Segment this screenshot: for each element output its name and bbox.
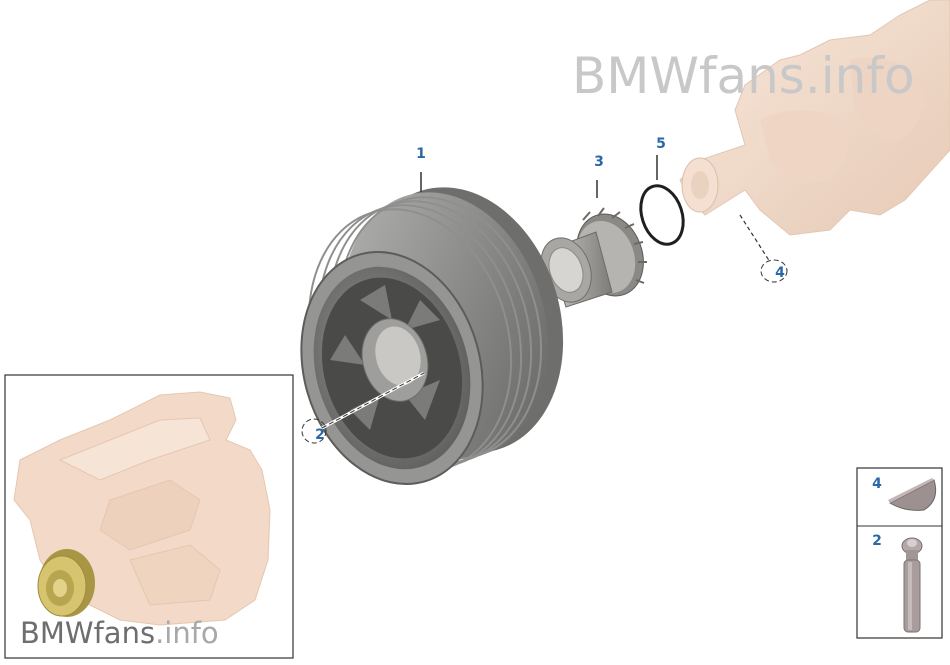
watermark-top: BMWfans.info (572, 47, 915, 105)
woodruff-key-icon (888, 478, 937, 511)
pulley-damper-part (300, 187, 564, 485)
watermark-suffix: .info (805, 47, 915, 105)
legend-label-bolt: 2 (872, 533, 882, 549)
callout-label-hub: 3 (594, 154, 604, 170)
watermark-inset-brand: BMWfans (20, 616, 155, 650)
oring-part (639, 184, 685, 246)
engine-locator-inset: BMWfans.info (4, 374, 294, 659)
callout-circle-key (760, 259, 788, 283)
callout-label-oring: 5 (656, 136, 666, 152)
leader-bolt-line (321, 372, 425, 429)
callout-label-pulley: 1 (416, 146, 426, 162)
pulley-highlight (37, 549, 95, 617)
crankshaft-ghost (679, 0, 950, 236)
small-parts-legend: 4 2 (856, 467, 943, 639)
leader-key (739, 214, 771, 263)
watermark-inset: BMWfans.info (20, 616, 219, 650)
watermark-inset-suffix: .info (155, 616, 219, 650)
callout-circle-bolt (301, 418, 327, 444)
legend-label-key: 4 (872, 476, 882, 492)
bolt-icon (901, 537, 923, 633)
callout-label-bolt: 2 (315, 427, 325, 443)
watermark-brand: BMWfans (572, 47, 805, 105)
callout-label-key: 4 (775, 265, 785, 281)
